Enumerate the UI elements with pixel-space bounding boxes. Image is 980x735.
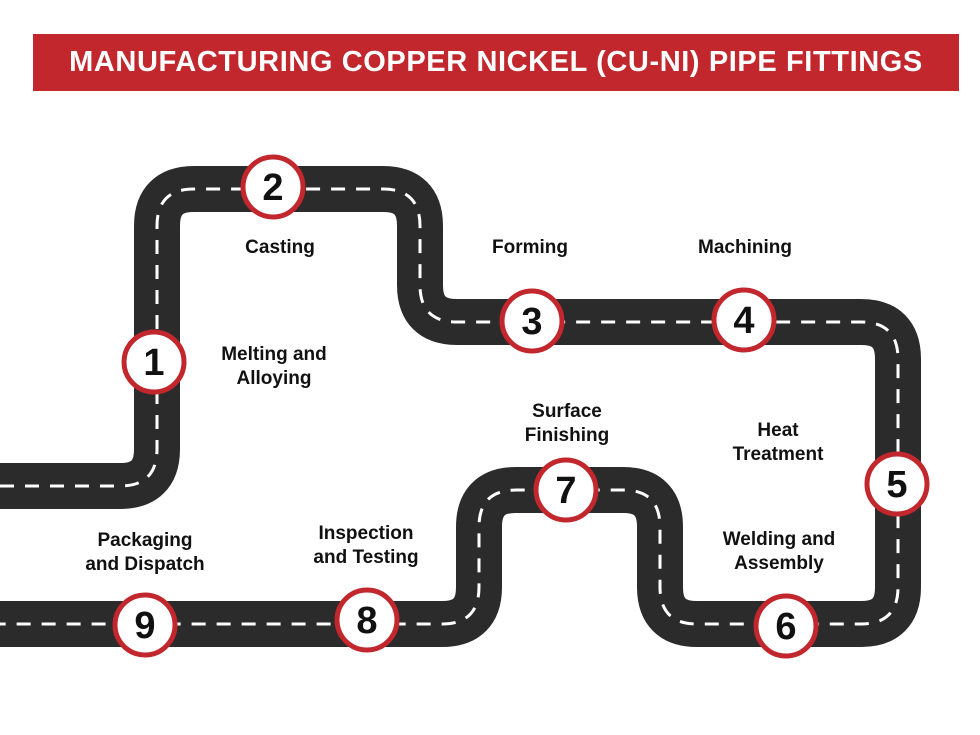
- step-marker-8: 8: [334, 587, 400, 653]
- step-marker-4: 4: [711, 287, 777, 353]
- step-marker-circle: [499, 288, 565, 354]
- step-marker-circle: [121, 329, 187, 395]
- step-marker-1: 1: [121, 329, 187, 395]
- step-label-5: Heat Treatment: [732, 420, 824, 465]
- step-number: 6: [775, 606, 796, 648]
- step-number: 8: [356, 600, 377, 642]
- step-number: 2: [262, 167, 283, 209]
- step-marker-2: 2: [240, 154, 306, 220]
- step-number: 3: [521, 301, 542, 343]
- step-number: 7: [555, 470, 576, 512]
- step-marker-3: 3: [499, 288, 565, 354]
- step-marker-9: 9: [112, 592, 178, 658]
- step-marker-5: 5: [864, 451, 930, 517]
- step-marker-circle: [240, 154, 306, 220]
- step-label-9: Packaging and Dispatch: [85, 530, 205, 575]
- step-label-2: Casting: [245, 237, 315, 258]
- step-number: 5: [886, 464, 907, 506]
- step-label-8: Inspection and Testing: [313, 523, 419, 568]
- step-marker-7: 7: [533, 457, 599, 523]
- step-marker-circle: [334, 587, 400, 653]
- page-title: MANUFACTURING COPPER NICKEL (CU-NI) PIPE…: [69, 46, 923, 78]
- step-label-3: Forming: [492, 237, 568, 258]
- step-label-7: Surface Finishing: [524, 401, 610, 446]
- step-number: 9: [134, 605, 155, 647]
- step-marker-circle: [533, 457, 599, 523]
- step-label-1: Melting and Alloying: [221, 344, 327, 389]
- step-label-6: Welding and Assembly: [722, 529, 836, 574]
- step-marker-circle: [864, 451, 930, 517]
- step-markers: 1 2 3 4 5 6 7 8 9: [112, 154, 930, 659]
- step-marker-circle: [753, 593, 819, 659]
- step-number: 4: [733, 300, 754, 342]
- title-banner: MANUFACTURING COPPER NICKEL (CU-NI) PIPE…: [33, 34, 959, 91]
- step-label-4: Machining: [698, 237, 792, 258]
- step-marker-circle: [112, 592, 178, 658]
- step-marker-6: 6: [753, 593, 819, 659]
- step-marker-circle: [711, 287, 777, 353]
- step-number: 1: [143, 342, 164, 384]
